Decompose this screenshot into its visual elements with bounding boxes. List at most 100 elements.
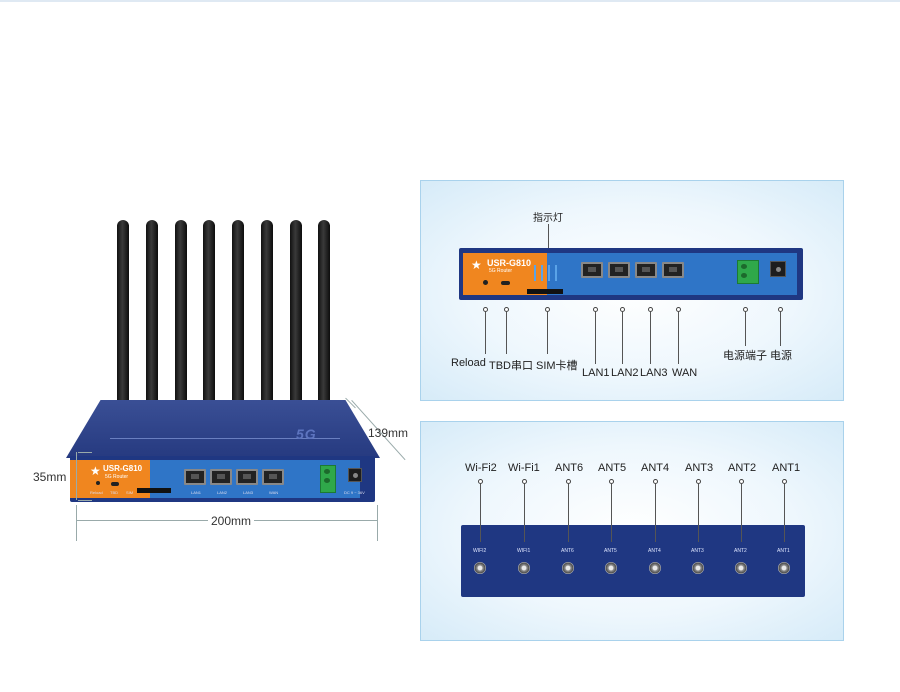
width-tick-right	[377, 505, 378, 541]
tbd-port	[111, 482, 119, 486]
callout-line	[547, 312, 548, 354]
callout-lan1: LAN1	[582, 367, 610, 379]
power-label: DC 9 ~ 36V	[344, 490, 365, 495]
indicator-line	[548, 224, 549, 248]
callout-wifi1: Wi-Fi1	[508, 462, 540, 474]
top-divider	[0, 0, 900, 2]
callout-line	[741, 484, 742, 542]
antenna	[201, 220, 217, 418]
callout-ant6: ANT6	[555, 462, 584, 474]
callout-line	[784, 484, 785, 542]
callout-dot	[593, 307, 598, 312]
router-front-panel: ★ USR-G810 5G Router Reload TBD SIM LAN1…	[70, 456, 375, 502]
dc-power-jack	[770, 261, 786, 277]
callout-ant1: ANT1	[772, 462, 801, 474]
lan2-port	[608, 262, 630, 278]
antenna-connector	[649, 562, 661, 574]
port-label-ant4: ANT4	[648, 548, 661, 554]
callout-line	[595, 312, 596, 364]
callout-ant4: ANT4	[641, 462, 670, 474]
antenna-connector	[562, 562, 574, 574]
indicator-led	[541, 265, 543, 281]
router-subtitle: 5G Router	[105, 474, 129, 480]
lan1-label: LAN1	[191, 490, 202, 495]
callout-dot	[743, 307, 748, 312]
callout-dot	[609, 479, 614, 484]
lan2-port	[210, 469, 232, 485]
front-panel-diagram: 指示灯 ★ USR-G810 5G Router Reload TBD串口 SI…	[420, 180, 844, 401]
antenna	[173, 220, 189, 418]
callout-line	[650, 312, 651, 364]
front-subtitle: 5G Router	[489, 268, 513, 274]
callout-dot	[566, 479, 571, 484]
callout-dot	[478, 479, 483, 484]
callout-ant2: ANT2	[728, 462, 757, 474]
callout-line	[745, 312, 746, 346]
callout-dot	[504, 307, 509, 312]
port-label-ant6: ANT6	[561, 548, 574, 554]
antenna	[259, 220, 275, 418]
wan-port	[262, 469, 284, 485]
height-line-top	[78, 452, 92, 453]
antenna-connector	[605, 562, 617, 574]
front-model: USR-G810	[487, 258, 532, 268]
indicator-led	[555, 265, 557, 281]
antenna-connector	[518, 562, 530, 574]
callout-dot	[653, 479, 658, 484]
width-tick-left	[76, 505, 77, 541]
5g-badge: 5G	[296, 426, 317, 442]
callout-dot	[620, 307, 625, 312]
antenna	[144, 220, 160, 418]
port-label-ant5: ANT5	[604, 548, 617, 554]
indicator-led	[548, 265, 550, 281]
front-panel-device: ★ USR-G810 5G Router	[459, 248, 803, 300]
callout-line	[655, 484, 656, 542]
callout-line	[506, 312, 507, 354]
antenna	[115, 220, 131, 418]
width-dimension: 200mm	[208, 514, 255, 528]
callout-line	[480, 484, 481, 542]
reload-button	[483, 280, 488, 285]
callout-line	[780, 312, 781, 346]
callout-dot	[696, 479, 701, 484]
tbd-port	[501, 281, 510, 285]
callout-tbd: TBD串口	[489, 360, 533, 372]
port-label-wifi1: WIFI1	[517, 548, 531, 554]
height-dimension: 35mm	[33, 470, 67, 484]
power-terminal	[737, 260, 759, 284]
callout-line	[524, 484, 525, 542]
antenna	[288, 220, 304, 418]
height-line-bottom	[78, 500, 92, 501]
antenna-connector	[474, 562, 486, 574]
callout-wifi2: Wi-Fi2	[465, 462, 497, 474]
callout-power: 电源	[770, 350, 792, 362]
callout-line	[568, 484, 569, 542]
reload-label: Reload	[90, 490, 103, 495]
router-top-line	[110, 438, 340, 439]
sim-slot	[527, 289, 563, 294]
dc-power-jack	[348, 468, 362, 482]
callout-line	[698, 484, 699, 542]
logo-icon: ★	[471, 258, 482, 272]
callout-ant3: ANT3	[685, 462, 714, 474]
callout-dot	[782, 479, 787, 484]
router-model: USR-G810	[103, 464, 143, 473]
lan1-port	[581, 262, 603, 278]
logo-icon: ★	[90, 464, 101, 478]
lan2-label: LAN2	[217, 490, 228, 495]
callout-dot	[545, 307, 550, 312]
reload-button	[96, 481, 100, 485]
rear-panel-device: WIFI2 WIFI1 ANT6 ANT5 ANT4 ANT3 ANT2 ANT…	[461, 525, 805, 597]
antenna-connector	[735, 562, 747, 574]
sim-slot	[137, 488, 171, 493]
callout-dot	[522, 479, 527, 484]
callout-dot	[676, 307, 681, 312]
antenna-connector	[692, 562, 704, 574]
rear-panel-diagram: WIFI2 WIFI1 ANT6 ANT5 ANT4 ANT3 ANT2 ANT…	[420, 421, 844, 641]
port-label-wifi2: WIFI2	[473, 548, 487, 554]
callout-wan: WAN	[672, 367, 698, 379]
callout-line	[678, 312, 679, 364]
sim-label: SIM	[126, 490, 134, 495]
callout-line	[611, 484, 612, 542]
wan-port	[662, 262, 684, 278]
